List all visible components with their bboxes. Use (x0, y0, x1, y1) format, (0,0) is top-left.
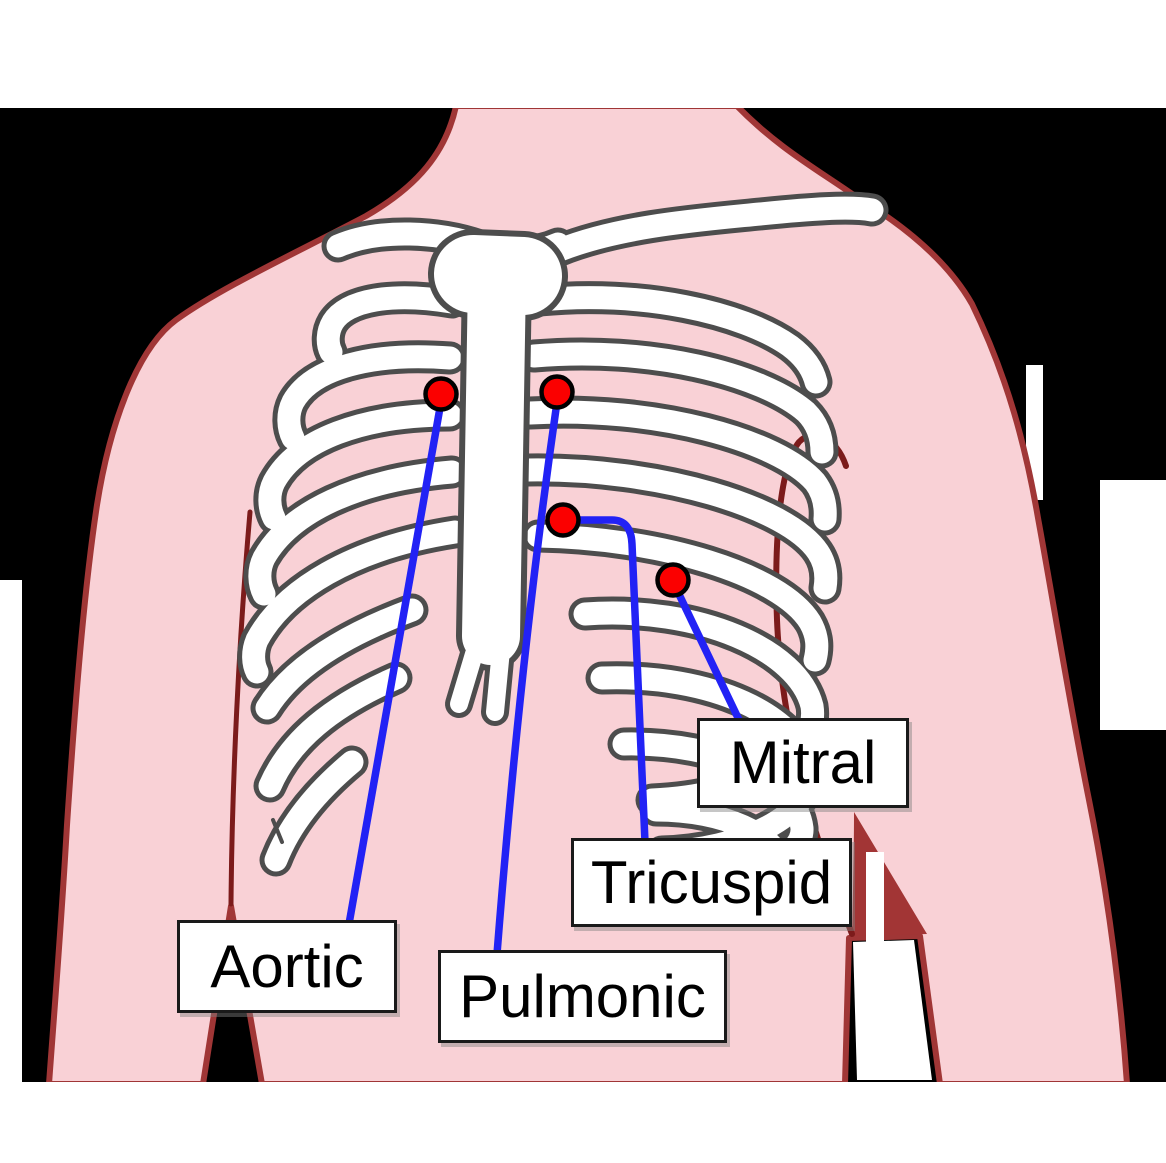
auscultation-markers (423, 374, 691, 598)
marker-tricuspid (545, 502, 581, 538)
sternum (459, 274, 523, 712)
ribcage (254, 208, 872, 874)
label-text-mitral: Mitral (729, 729, 877, 796)
top-margin (0, 0, 1166, 108)
label-box-aortic: Aortic (177, 920, 397, 1013)
label-box-tricuspid: Tricuspid (571, 838, 852, 927)
label-text-aortic: Aortic (210, 932, 364, 1000)
bottom-margin (0, 1082, 1166, 1163)
background-white-right (1100, 480, 1166, 730)
xiphoid (495, 650, 501, 712)
label-box-mitral: Mitral (697, 718, 909, 808)
pointer-line-tricuspid (563, 516, 649, 843)
background-white-left (0, 580, 22, 1082)
marker-mitral (655, 562, 691, 598)
pointer-line-aortic (345, 401, 445, 925)
arm-torso-gap (853, 940, 932, 1080)
label-box-pulmonic: Pulmonic (438, 950, 727, 1043)
sternum-body (491, 278, 497, 636)
label-text-tricuspid: Tricuspid (590, 848, 833, 916)
marker-aortic (423, 376, 459, 412)
pointer-line-mitral (672, 586, 744, 724)
label-text-pulmonic: Pulmonic (459, 962, 706, 1030)
marker-pulmonic (539, 374, 575, 410)
rib-tick (271, 818, 284, 844)
pointer-lines (345, 401, 744, 955)
pointer-line-pulmonic (493, 401, 561, 955)
